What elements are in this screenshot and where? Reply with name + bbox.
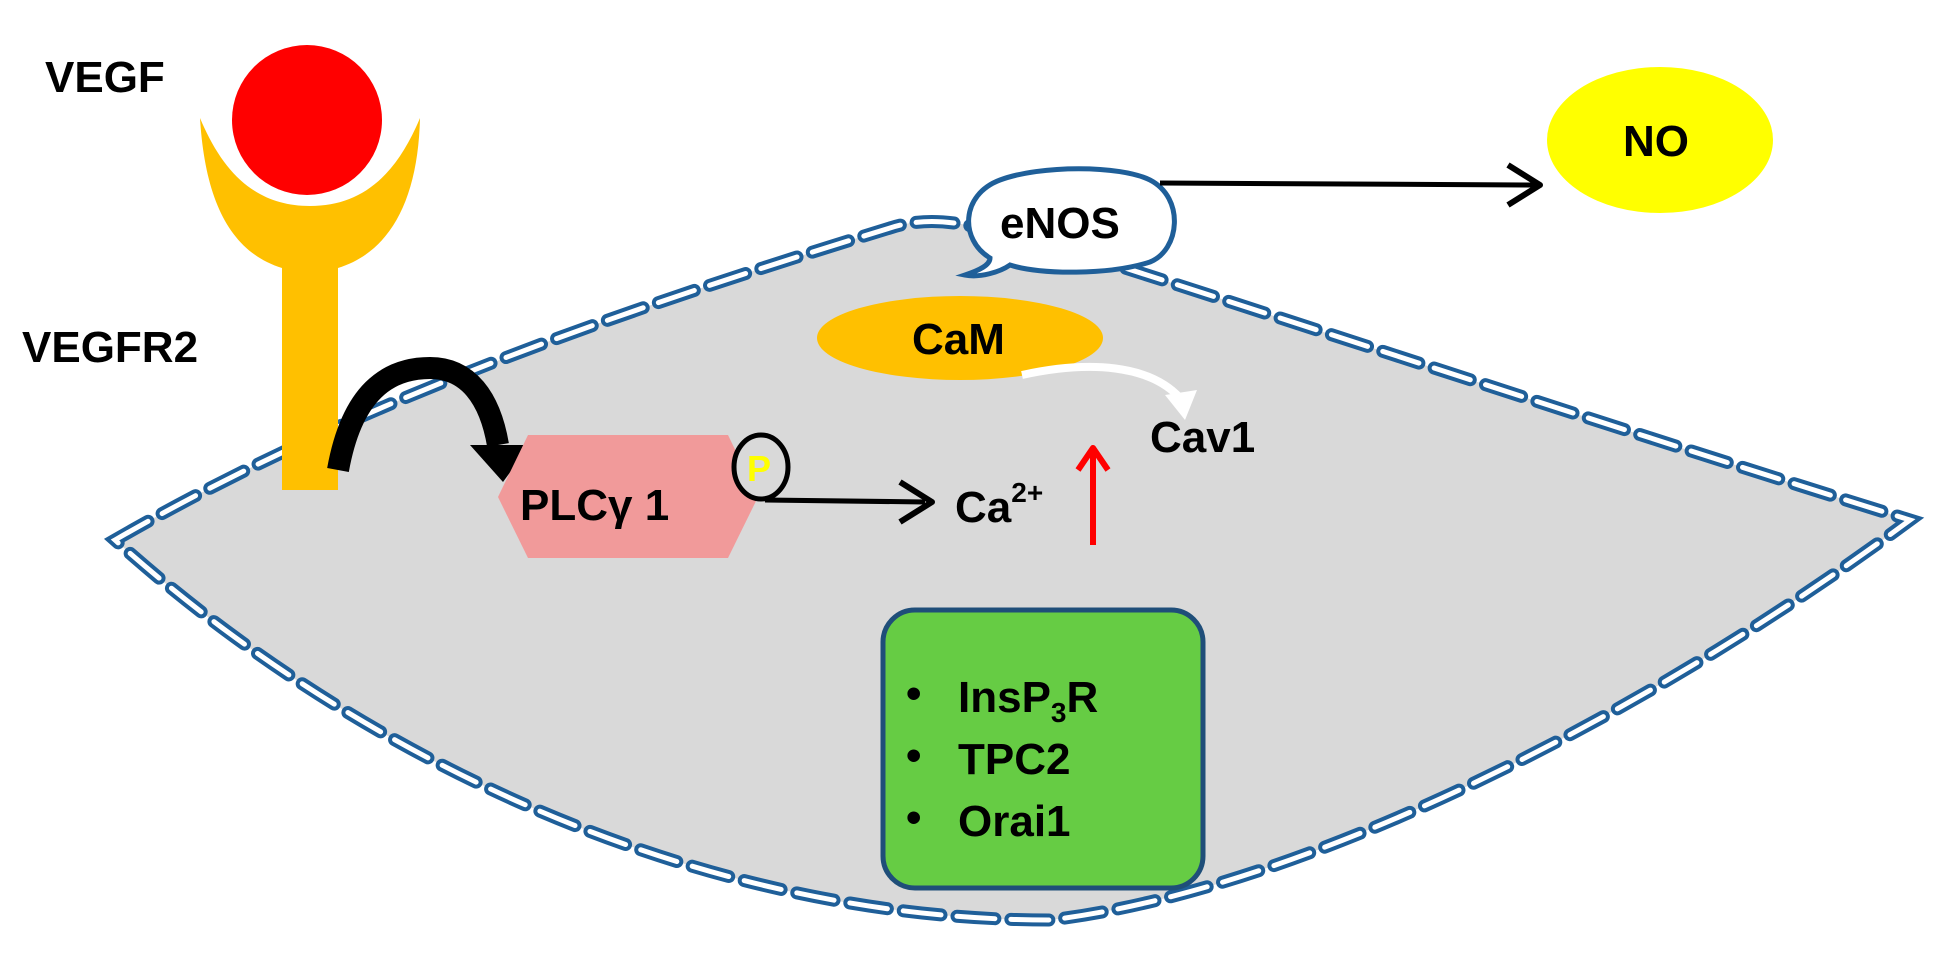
cell-membrane-inner — [110, 219, 1916, 923]
channel-item-2: TPC2 — [958, 735, 1070, 784]
calmodulin-label: CaM — [912, 315, 1005, 364]
cav1-label: Cav1 — [1150, 413, 1255, 462]
cell-cytoplasm — [115, 221, 1910, 921]
channel-bullet-2: • — [906, 731, 921, 780]
channel-list: • InsP3R • TPC2 • Orai1 — [906, 669, 1098, 846]
phospho-circle — [731, 432, 791, 502]
calcium-increase-arrow — [1075, 445, 1111, 545]
channels-box — [880, 607, 1206, 891]
vegfr2-receptor — [200, 118, 420, 490]
no-product — [1547, 67, 1773, 213]
cell — [103, 215, 1925, 927]
channel-item-1-base: InsP — [958, 673, 1051, 722]
channel-item-1-rest: R — [1067, 673, 1099, 722]
plcg1-label: PLCγ 1 — [520, 481, 669, 530]
receptor-cup — [200, 118, 420, 490]
enos-label: eNOS — [1000, 199, 1120, 248]
channel-bullet-1: • — [906, 669, 921, 718]
plcg1-hexagon — [498, 435, 758, 558]
enos-bubble — [955, 166, 1177, 279]
channel-item-3: Orai1 — [958, 797, 1071, 846]
activation-arrow — [327, 356, 530, 482]
vegf-ligand — [232, 45, 382, 195]
vegf-label: VEGF — [45, 53, 165, 102]
calmodulin-shape — [817, 296, 1103, 380]
arrow-to-no — [1159, 162, 1543, 208]
arrow-to-calcium — [764, 479, 935, 525]
no-label: NO — [1623, 117, 1689, 166]
channel-item-1-sub: 3 — [1051, 697, 1067, 728]
calcium-charge: 2+ — [1011, 477, 1043, 508]
vegfr2-label: VEGFR2 — [22, 323, 198, 372]
phospho-label: P — [747, 448, 771, 489]
channel-bullet-3: • — [906, 793, 921, 842]
arrow-to-cav1 — [1021, 362, 1197, 420]
channel-item-1: InsP3R — [958, 673, 1098, 728]
calcium-label: Ca2+ — [955, 477, 1043, 532]
calcium-base: Ca — [955, 483, 1012, 532]
